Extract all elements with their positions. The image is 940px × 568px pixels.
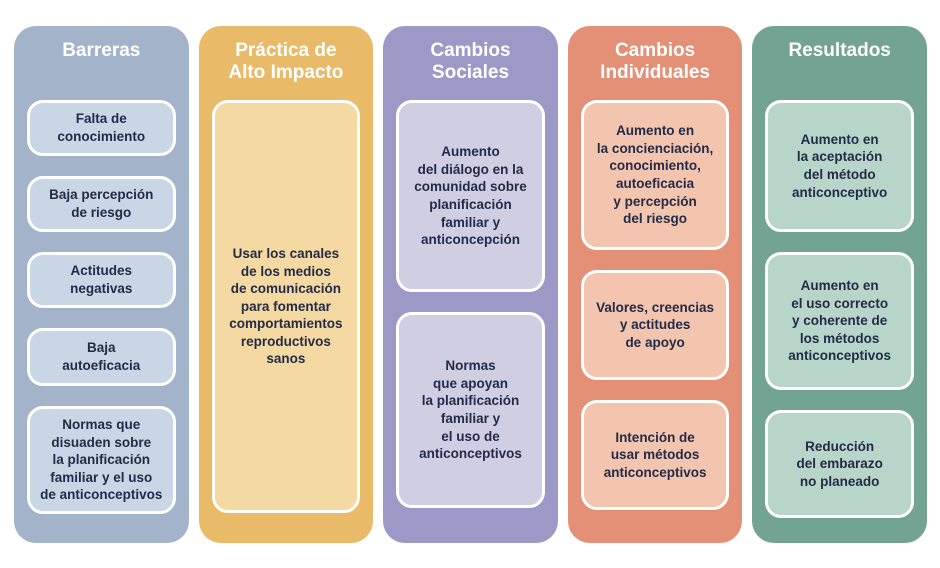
flow-box-usar-canales-medios: Usar los canales de los medios de comuni… <box>211 100 361 513</box>
column-cambios-sociales: Cambios Sociales Aumento del diálogo en … <box>383 26 558 543</box>
flow-box-aumento-aceptacion: Aumento en la aceptación del método anti… <box>765 100 914 232</box>
column-title-cambios-individuales: Cambios Individuales <box>600 40 710 83</box>
flow-box-falta-conocimiento: Falta de conocimiento <box>27 100 176 156</box>
column-resultados: Resultados Aumento en la aceptación del … <box>752 26 927 543</box>
flow-box-aumento-dialogo: Aumento del diálogo en la comunidad sobr… <box>396 100 545 292</box>
flow-box-normas-disuaden: Normas que disuaden sobre la planificaci… <box>27 406 176 514</box>
flow-box-aumento-concienciacion: Aumento en la concienciación, conocimien… <box>580 100 730 250</box>
column-cambios-individuales: Cambios Individuales Aumento en la conci… <box>567 26 743 543</box>
flow-box-reduccion-embarazo: Reducción del embarazo no planeado <box>765 410 914 518</box>
column-title-barreras: Barreras <box>62 40 141 61</box>
flow-diagram: Barreras Falta de conocimiento Baja perc… <box>14 26 927 543</box>
flow-box-baja-percepcion: Baja percepción de riesgo <box>27 176 176 232</box>
column-title-cambios-sociales: Cambios Sociales <box>430 40 511 83</box>
column-practica-alto-impacto: Práctica de Alto Impacto Usar los canale… <box>198 26 374 543</box>
column-barreras: Barreras Falta de conocimiento Baja perc… <box>14 26 189 543</box>
flow-box-intencion-usar: Intención de usar métodos anticonceptivo… <box>580 400 730 510</box>
flow-box-normas-apoyan: Normas que apoyan la planificación famil… <box>396 312 545 508</box>
flow-box-baja-autoeficacia: Baja autoeficacia <box>27 328 176 386</box>
column-title-resultados: Resultados <box>788 40 891 61</box>
flow-box-valores-creencias: Valores, creencias y actitudes de apoyo <box>580 270 730 380</box>
column-title-practica: Práctica de Alto Impacto <box>228 40 344 83</box>
flow-box-aumento-uso-correcto: Aumento en el uso correcto y coherente d… <box>765 252 914 390</box>
flow-box-actitudes-negativas: Actitudes negativas <box>27 252 176 308</box>
